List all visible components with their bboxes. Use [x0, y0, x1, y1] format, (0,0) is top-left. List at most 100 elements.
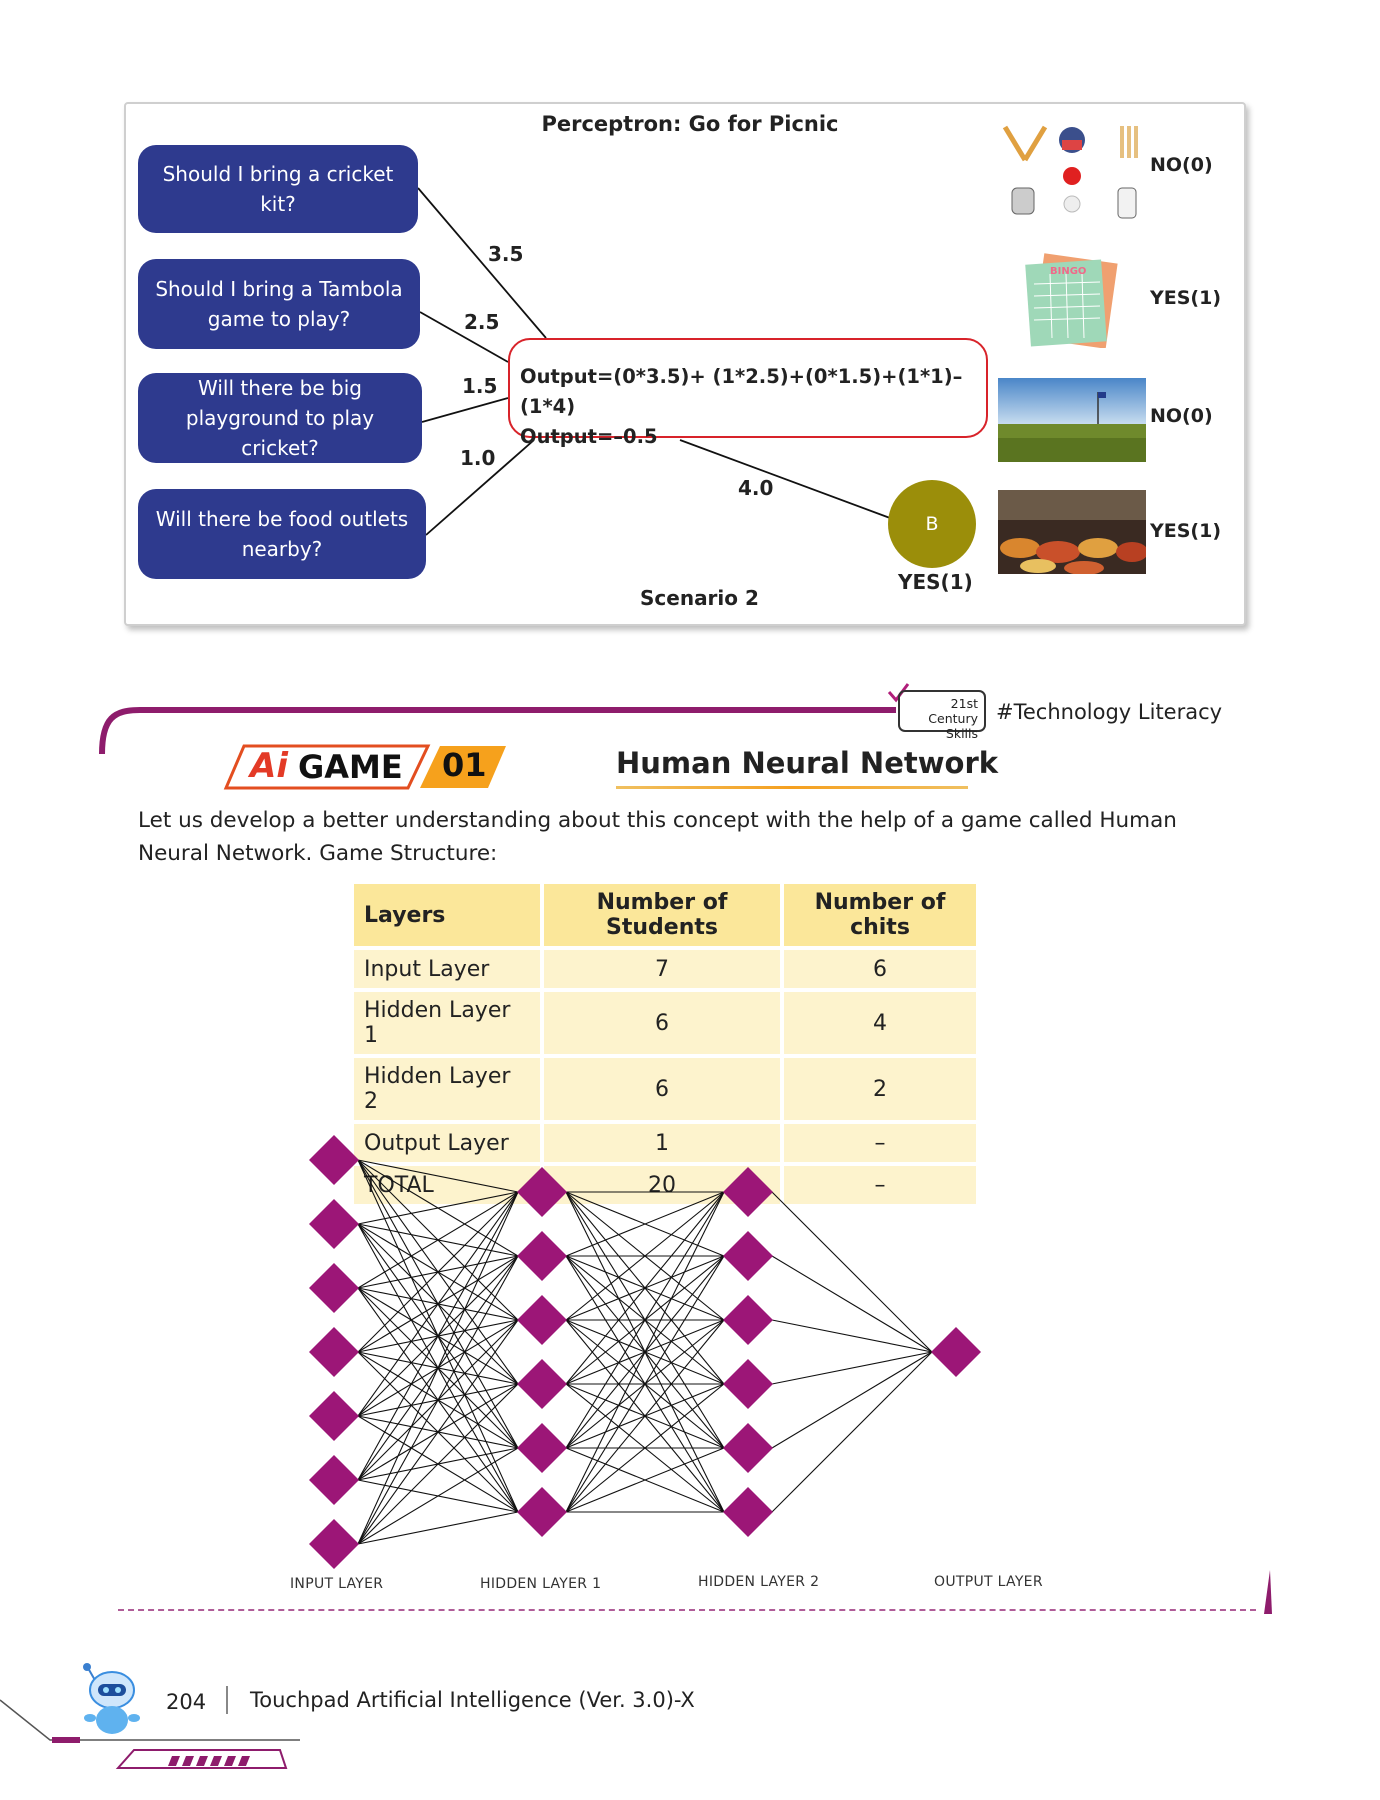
network-connection: [565, 1191, 725, 1385]
weight-label: 1.0: [460, 446, 496, 470]
perceptron-connections: [417, 187, 891, 536]
game-number: 01: [442, 746, 487, 784]
ai-label: Ai: [250, 746, 288, 786]
layer-label-input: INPUT LAYER: [290, 1576, 384, 1592]
network-connection: [357, 1383, 519, 1545]
answer-label: YES(1): [1150, 520, 1222, 542]
white-ball-icon: [1063, 195, 1081, 213]
network-connection: [357, 1511, 519, 1545]
structure-table: Layers Number of Students Number of chit…: [350, 880, 980, 1208]
cricket-kit-icons: [1002, 125, 1138, 219]
network-connection: [357, 1191, 519, 1353]
network-connection: [565, 1255, 725, 1513]
network-node: [517, 1423, 567, 1473]
pads-icon: [1117, 187, 1137, 219]
network-connection: [565, 1191, 725, 1449]
layer-label-hidden-1: HIDDEN LAYER 1: [480, 1576, 602, 1592]
network-node: [517, 1295, 567, 1345]
table-cell: –: [784, 1166, 976, 1204]
network-node: [723, 1359, 773, 1409]
bingo-text: BINGO: [1050, 266, 1086, 277]
network-connection: [771, 1319, 933, 1353]
page-number: 204: [166, 1690, 207, 1714]
network-connection: [565, 1191, 725, 1257]
question-tambola: Should I bring a Tambola game to play?: [138, 259, 420, 349]
network-connection: [565, 1191, 725, 1513]
network-node: [723, 1167, 773, 1217]
network-node: [517, 1167, 567, 1217]
connection-line: [419, 311, 509, 363]
neural-network-diagram: [309, 1135, 981, 1569]
robot-mascot-icon: [83, 1663, 140, 1734]
table-cell: Output Layer: [354, 1124, 540, 1162]
network-connection: [357, 1159, 519, 1193]
network-connection: [357, 1447, 519, 1545]
result-label: YES(1): [898, 570, 973, 594]
perceptron-title: Perceptron: Go for Picnic: [541, 112, 839, 136]
network-node: [723, 1487, 773, 1537]
network-node: [723, 1231, 773, 1281]
ball-icon: [1063, 167, 1081, 185]
checkmark-icon: [887, 683, 910, 703]
connection-line: [417, 187, 547, 339]
table-header-cell: Number of Students: [544, 884, 780, 946]
helmet-icon: [1059, 127, 1085, 153]
output-value: Output=–0.5: [520, 425, 658, 448]
table-cell: 1: [544, 1124, 780, 1162]
bat-icon: [1002, 125, 1048, 162]
footer-separator: [226, 1686, 228, 1714]
network-node: [309, 1263, 359, 1313]
output-box: Output=(0*3.5)+ (1*2.5)+(0*1.5)+(1*1)–(1…: [508, 338, 988, 448]
dashed-divider: [118, 1609, 1256, 1611]
table-cell: 2: [784, 1058, 976, 1120]
network-connection: [357, 1255, 519, 1545]
table-row: Output Layer 1 –: [354, 1124, 976, 1162]
table-row: Input Layer 7 6: [354, 950, 976, 988]
question-playground: Will there be big playground to play cri…: [138, 373, 422, 463]
table-cell: 6: [784, 950, 976, 988]
connection-line: [679, 439, 891, 519]
table-cell: Input Layer: [354, 950, 540, 988]
table-cell: 6: [544, 1058, 780, 1120]
answer-label: NO(0): [1150, 154, 1213, 176]
network-node: [309, 1135, 359, 1185]
weight-label: 2.5: [464, 310, 500, 334]
question-cricket-kit: Should I bring a cricket kit?: [138, 145, 418, 233]
network-node: [517, 1231, 567, 1281]
network-node: [517, 1487, 567, 1537]
layer-label-output: OUTPUT LAYER: [934, 1574, 1043, 1590]
network-connection: [771, 1191, 933, 1353]
weight-label: 3.5: [488, 242, 524, 266]
network-connection: [771, 1351, 933, 1385]
answer-label: YES(1): [1150, 287, 1222, 309]
ai-game-badge: Ai GAME 01: [220, 742, 510, 792]
network-node: [309, 1455, 359, 1505]
network-connection: [565, 1447, 725, 1513]
skills-badge-line1: 21st Century: [928, 696, 978, 726]
bias-weight-label: 4.0: [738, 476, 774, 500]
table-row: Hidden Layer 1 6 4: [354, 992, 976, 1054]
network-node: [309, 1199, 359, 1249]
scenario-label: Scenario 2: [640, 586, 759, 610]
table-row: Hidden Layer 2 6 2: [354, 1058, 976, 1120]
section-header-curve: [99, 707, 896, 755]
network-connection: [357, 1191, 519, 1417]
tambola-cards-image: BINGO: [1025, 253, 1118, 348]
table-header-row: Layers Number of Students Number of chit…: [354, 884, 976, 946]
table-cell: 6: [544, 992, 780, 1054]
network-node: [723, 1295, 773, 1345]
title-underline: [616, 786, 968, 789]
food-outlets-image: [998, 490, 1146, 574]
network-node: [723, 1423, 773, 1473]
layer-label-hidden-2: HIDDEN LAYER 2: [698, 1574, 820, 1590]
network-node: [309, 1391, 359, 1441]
skills-badge-line2: Skills: [945, 726, 978, 741]
skills-tag: #Technology Literacy: [996, 700, 1223, 724]
gloves-icon: [1011, 187, 1035, 215]
playground-image: [998, 378, 1146, 462]
network-connection: [771, 1351, 933, 1449]
network-connection: [565, 1383, 725, 1513]
network-node: [517, 1359, 567, 1409]
book-title: Touchpad Artificial Intelligence (Ver. 3…: [250, 1688, 695, 1712]
divider-end-mark: [1264, 1570, 1272, 1614]
